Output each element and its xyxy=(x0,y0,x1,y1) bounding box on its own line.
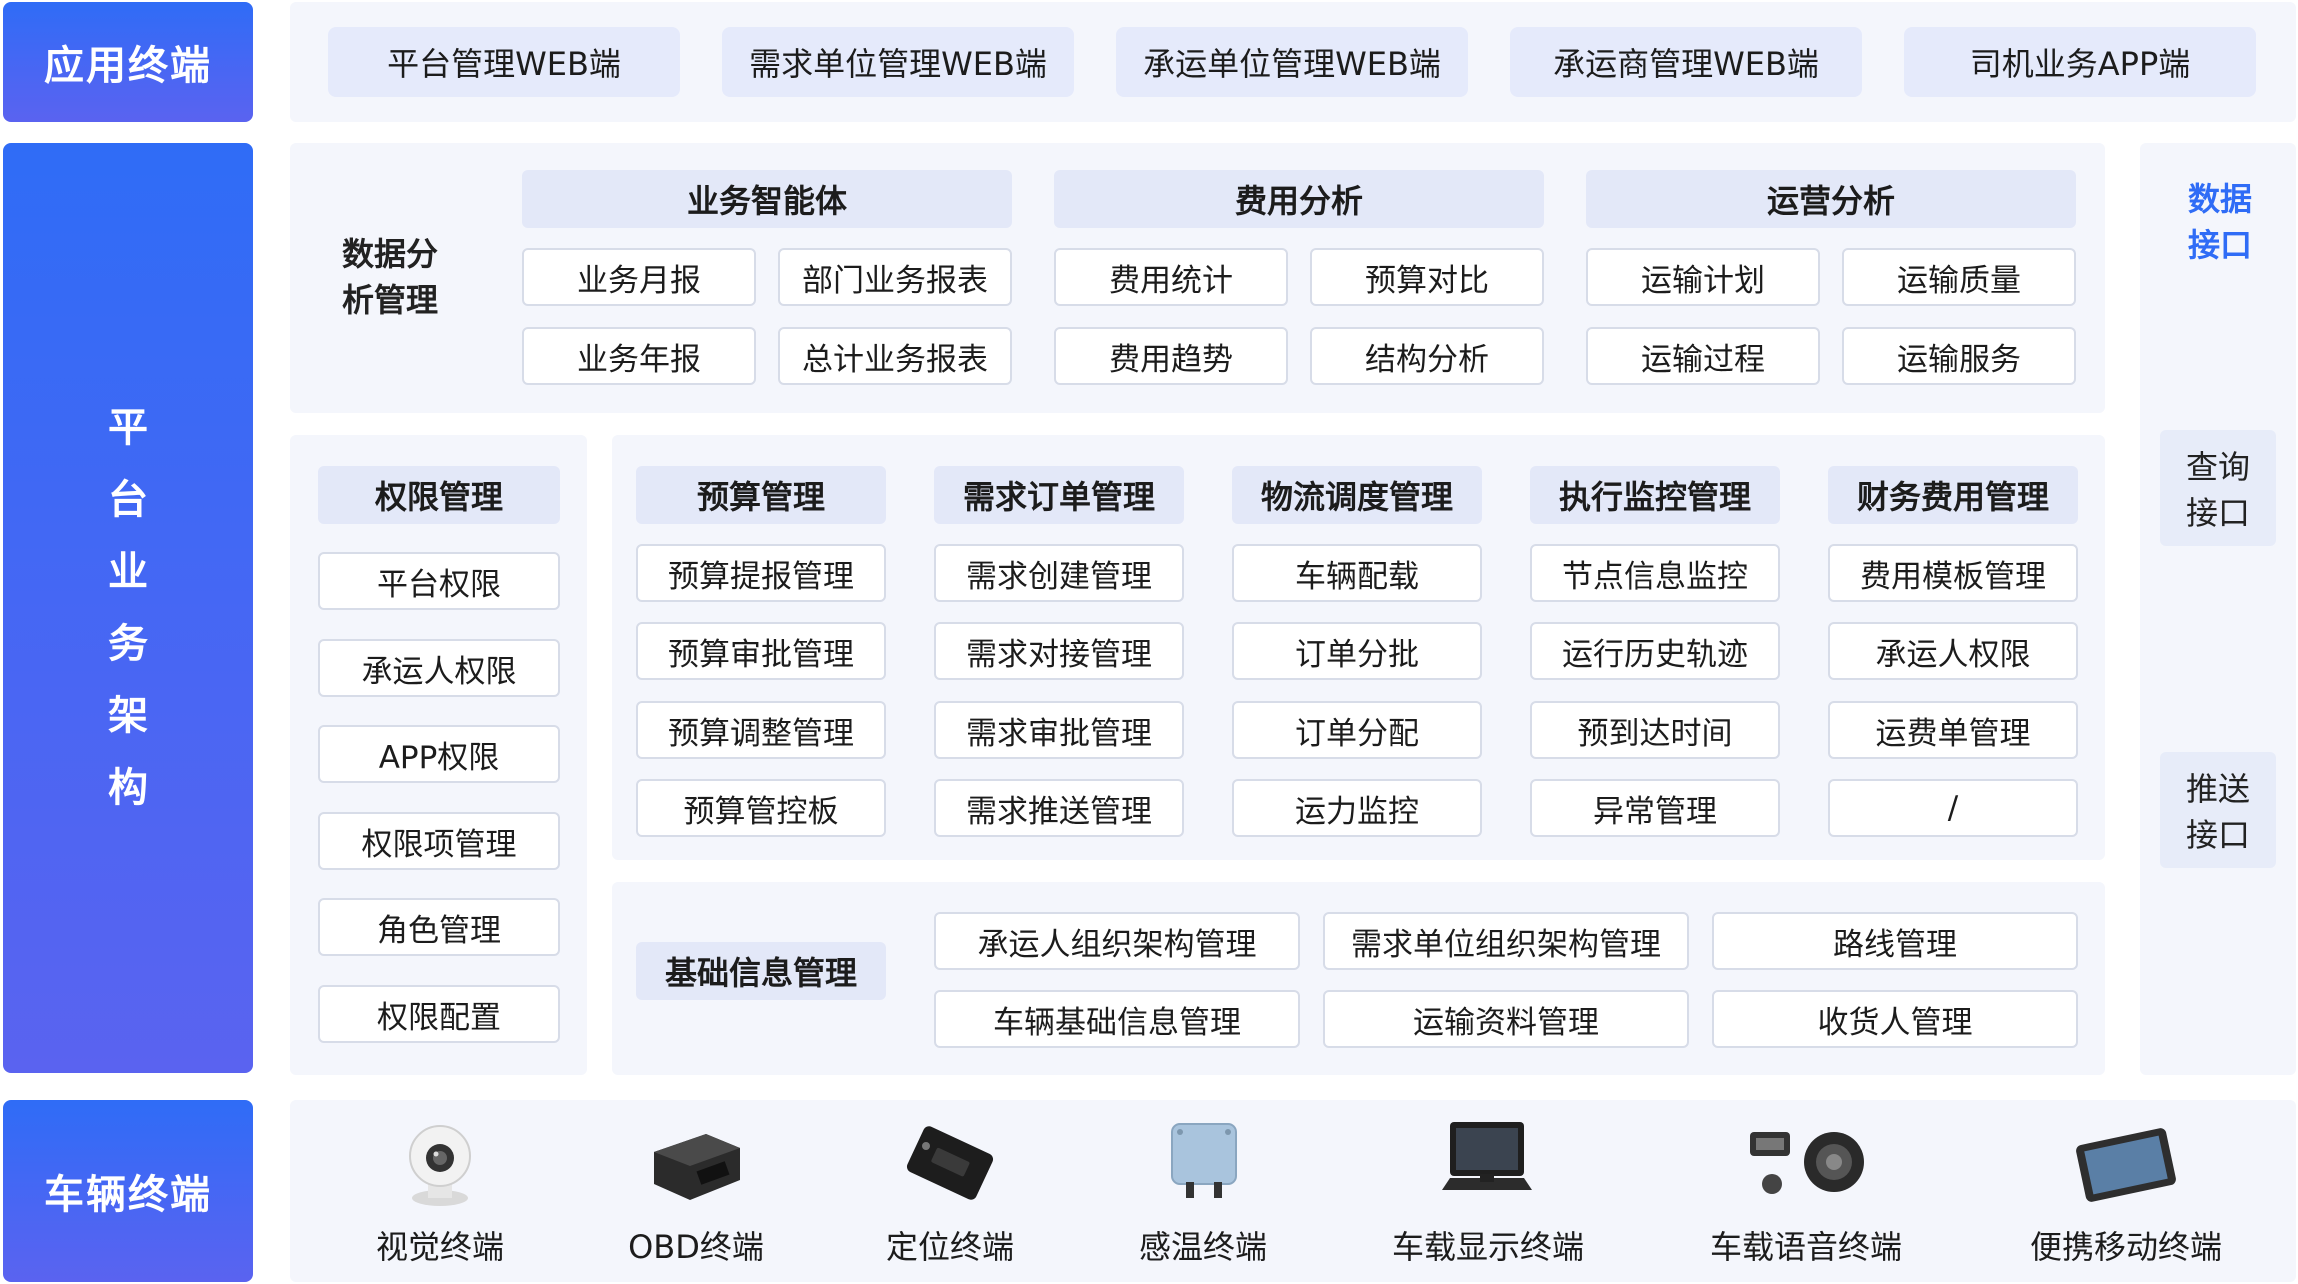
device-label: OBD终端 xyxy=(628,1228,764,1266)
camera-icon xyxy=(409,1125,471,1206)
analysis-item: 业务年报 xyxy=(522,327,756,385)
basic-info-item: 收货人管理 xyxy=(1712,990,2078,1048)
query-interface-label: 查询接口 xyxy=(2185,448,2250,532)
permission-header: 权限管理 xyxy=(318,466,560,524)
module-item: 预算审批管理 xyxy=(636,622,886,680)
vehicle-display-icon xyxy=(1442,1122,1532,1190)
tier-platform: 平台业务架构 xyxy=(3,143,253,1073)
analysis-item: 运输过程 xyxy=(1586,327,1820,385)
vehicle-voice-icon xyxy=(1750,1132,1864,1194)
tier-app-terminal: 应用终端 xyxy=(3,2,253,122)
module-item: 预算提报管理 xyxy=(636,544,886,602)
module-item: 运行历史轨迹 xyxy=(1530,622,1780,680)
analysis-item: 运输质量 xyxy=(1842,248,2076,306)
analysis-item: 总计业务报表 xyxy=(778,327,1012,385)
tablet-icon xyxy=(2076,1128,2176,1202)
analysis-item: 费用趋势 xyxy=(1054,327,1288,385)
module-item: 预到达时间 xyxy=(1530,701,1780,759)
device-label: 感温终端 xyxy=(1138,1228,1267,1266)
tier-vehicle-label: 车辆终端 xyxy=(44,1172,212,1218)
push-interface-label: 推送接口 xyxy=(2185,770,2250,854)
basic-info-item: 承运人组织架构管理 xyxy=(934,912,1300,970)
platform-label-char: 务 xyxy=(108,621,148,667)
permission-item: 平台权限 xyxy=(318,552,560,610)
analysis-group-header-cost: 费用分析 xyxy=(1054,170,1544,228)
analysis-group-header-bi: 业务智能体 xyxy=(522,170,1012,228)
data-interface-label: 数据接口 xyxy=(2187,180,2252,264)
app-terminal-carrier-web: 承运商管理WEB端 xyxy=(1510,27,1862,97)
module-item: 预算管控板 xyxy=(636,779,886,837)
module-header-dispatch: 物流调度管理 xyxy=(1232,466,1482,524)
module-item: 需求推送管理 xyxy=(934,779,1184,837)
device-label: 车载语音终端 xyxy=(1709,1228,1902,1266)
module-item: / xyxy=(1828,779,2078,837)
basic-info-header: 基础信息管理 xyxy=(636,942,886,1000)
device-label: 定位终端 xyxy=(885,1228,1014,1266)
platform-label-char: 平 xyxy=(108,405,148,451)
app-terminal-demand-web: 需求单位管理WEB端 xyxy=(722,27,1074,97)
basic-info-item: 车辆基础信息管理 xyxy=(934,990,1300,1048)
module-item: 需求审批管理 xyxy=(934,701,1184,759)
analysis-item: 运输服务 xyxy=(1842,327,2076,385)
basic-info-item: 需求单位组织架构管理 xyxy=(1323,912,1689,970)
analysis-item: 费用统计 xyxy=(1054,248,1288,306)
permission-item: APP权限 xyxy=(318,725,560,783)
analysis-item: 结构分析 xyxy=(1310,327,1544,385)
module-item: 承运人权限 xyxy=(1828,622,2078,680)
module-item: 需求对接管理 xyxy=(934,622,1184,680)
app-terminal-driver-app: 司机业务APP端 xyxy=(1904,27,2256,97)
temperature-sensor-icon xyxy=(1171,1123,1237,1198)
basic-info-item: 路线管理 xyxy=(1712,912,2078,970)
analysis-item: 预算对比 xyxy=(1310,248,1544,306)
module-item: 订单分批 xyxy=(1232,622,1482,680)
analysis-item: 部门业务报表 xyxy=(778,248,1012,306)
data-analysis-label: 数据分析管理 xyxy=(341,235,438,319)
device-label: 视觉终端 xyxy=(375,1228,504,1266)
tier-app-label: 应用终端 xyxy=(44,43,212,89)
gps-tracker-icon xyxy=(906,1126,994,1200)
analysis-item: 运输计划 xyxy=(1586,248,1820,306)
platform-label-char: 业 xyxy=(108,549,148,595)
vehicle-terminal-panel xyxy=(290,1100,2296,1282)
app-terminal-panel: 平台管理WEB端 需求单位管理WEB端 承运单位管理WEB端 承运商管理WEB端… xyxy=(290,2,2296,122)
query-interface-box xyxy=(2160,430,2276,546)
module-item: 运费单管理 xyxy=(1828,701,2078,759)
module-item: 订单分配 xyxy=(1232,701,1482,759)
module-header-monitoring: 执行监控管理 xyxy=(1530,466,1780,524)
platform-label-char: 构 xyxy=(108,765,148,811)
module-item: 预算调整管理 xyxy=(636,701,886,759)
basic-info-item: 运输资料管理 xyxy=(1323,990,1689,1048)
interface-column xyxy=(2140,143,2296,1075)
module-item: 运力监控 xyxy=(1232,779,1482,837)
permission-item: 角色管理 xyxy=(318,898,560,956)
device-label: 便携移动终端 xyxy=(2029,1228,2222,1266)
permission-item: 权限项管理 xyxy=(318,812,560,870)
analysis-item: 业务月报 xyxy=(522,248,756,306)
permission-item: 权限配置 xyxy=(318,985,560,1043)
platform-label-char: 台 xyxy=(108,477,148,523)
module-item: 需求创建管理 xyxy=(934,544,1184,602)
permission-item: 承运人权限 xyxy=(318,639,560,697)
analysis-group-header-ops: 运营分析 xyxy=(1586,170,2076,228)
tier-platform-label: 平台业务架构 xyxy=(108,392,148,824)
module-item: 车辆配载 xyxy=(1232,544,1482,602)
module-item: 异常管理 xyxy=(1530,779,1780,837)
obd-icon xyxy=(654,1134,740,1200)
push-interface-box xyxy=(2160,752,2276,868)
module-header-demand-order: 需求订单管理 xyxy=(934,466,1184,524)
module-item: 节点信息监控 xyxy=(1530,544,1780,602)
device-label: 车载显示终端 xyxy=(1391,1228,1584,1266)
app-terminal-platform-web: 平台管理WEB端 xyxy=(328,27,680,97)
app-terminal-carrier-unit-web: 承运单位管理WEB端 xyxy=(1116,27,1468,97)
module-header-finance: 财务费用管理 xyxy=(1828,466,2078,524)
platform-label-char: 架 xyxy=(108,693,148,739)
tier-vehicle-terminal: 车辆终端 xyxy=(3,1100,253,1282)
module-header-budget: 预算管理 xyxy=(636,466,886,524)
module-item: 费用模板管理 xyxy=(1828,544,2078,602)
